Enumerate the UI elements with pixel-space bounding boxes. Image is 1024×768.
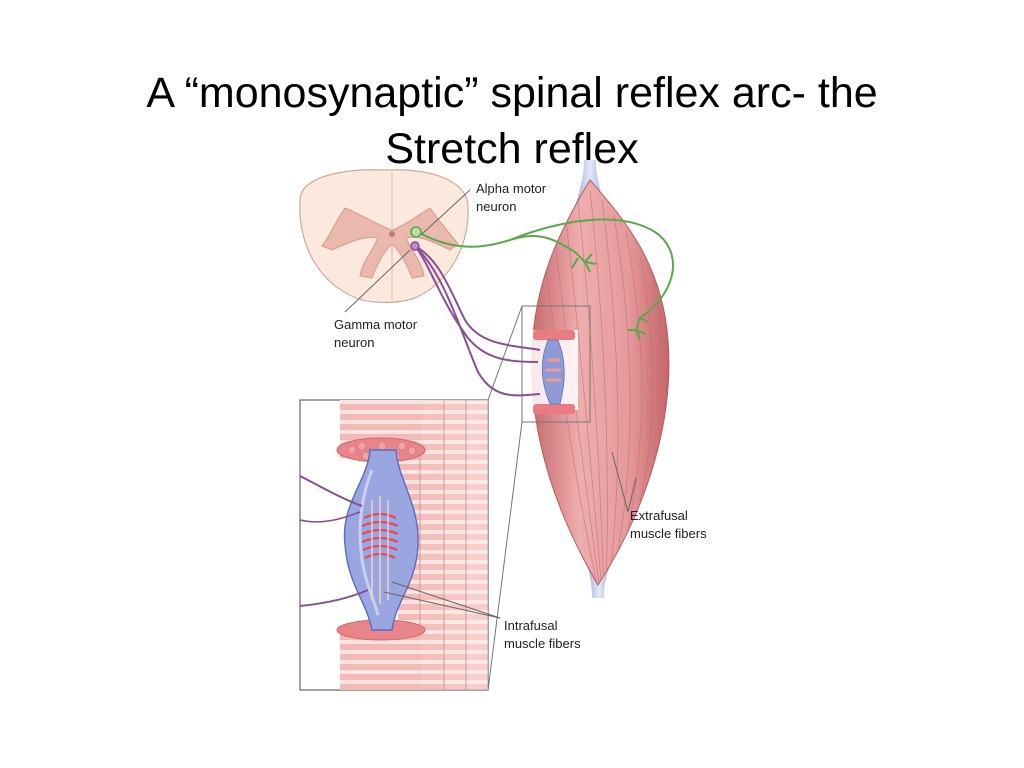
alpha-motor-neuron	[417, 218, 674, 341]
title-line-1: A “monosynaptic” spinal reflex arc- the	[146, 68, 878, 117]
spindle-inset	[299, 399, 489, 691]
spinal-cord-cross-section	[299, 169, 469, 304]
title-line-2: Stretch reflex	[385, 124, 639, 173]
leader-lines	[344, 189, 637, 619]
spindle-highlight-box	[521, 305, 591, 423]
alpha-motor-neuron-label: Alpha motor neuron	[476, 181, 550, 214]
gamma-motor-neuron	[414, 245, 541, 397]
gamma-motor-neuron-label: Gamma motor neuron	[334, 317, 421, 350]
slide-title: A “monosynaptic” spinal reflex arc- the …	[60, 65, 964, 177]
intrafusal-muscle-fibers-label: Intrafusal muscle fibers	[504, 618, 581, 651]
alpha-neuron-cell-body	[410, 226, 422, 238]
extrafusal-muscle-fibers-label: Extrafusal muscle fibers	[630, 508, 707, 541]
inset-connector-top	[487, 305, 523, 401]
inset-connector-bottom	[487, 421, 523, 691]
gamma-neuron-cell-body	[410, 241, 420, 251]
